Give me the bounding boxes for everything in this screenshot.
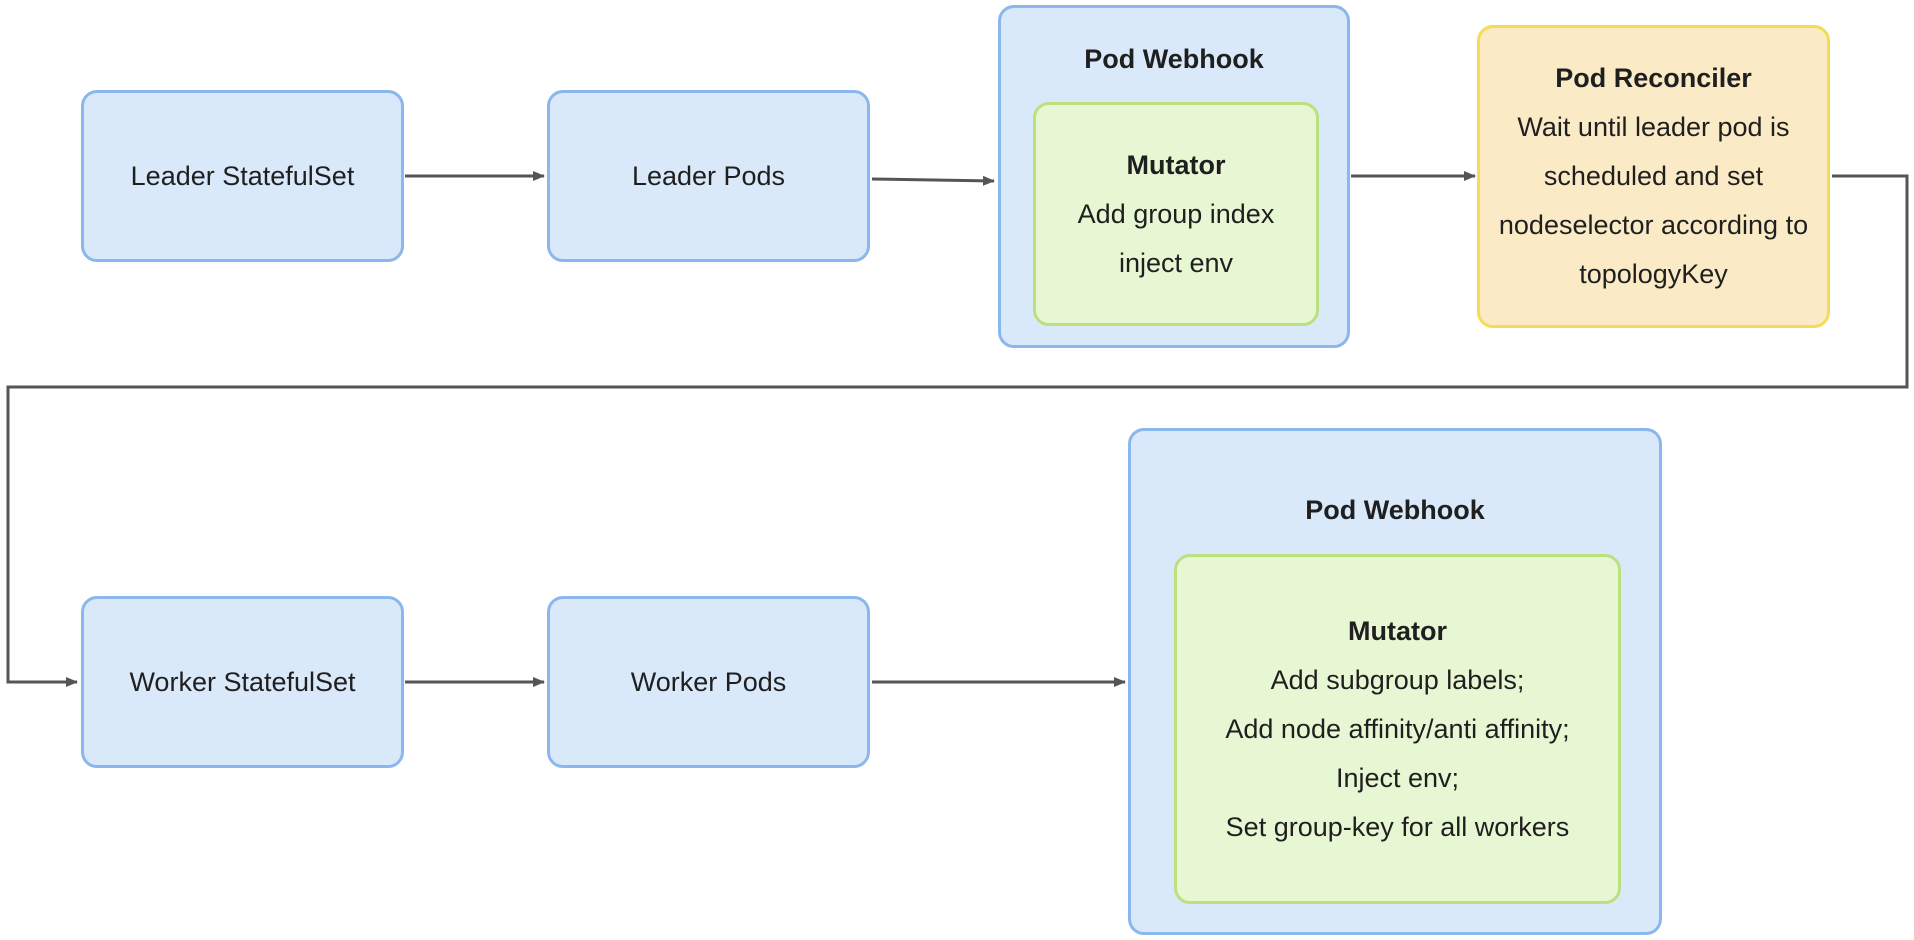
leader-statefulset-label: Leader StatefulSet (130, 160, 355, 191)
pod-reconciler-line: scheduled and set (1543, 161, 1764, 191)
leader-pods-label: Leader Pods (631, 160, 786, 191)
worker-mutator-line: Add subgroup labels; (1270, 664, 1525, 695)
leader-pod-webhook-title: Pod Webhook (1084, 44, 1264, 74)
leader-pod-webhook-container: Pod Webhook Mutator Add group index inje… (998, 5, 1350, 348)
worker-pods-label: Worker Pods (630, 666, 787, 697)
worker-mutator-line: Set group-key for all workers (1225, 811, 1570, 842)
worker-statefulset-node: Worker StatefulSet (81, 596, 404, 768)
pod-reconciler-line: topologyKey (1579, 259, 1728, 289)
worker-mutator-title: Mutator (1348, 615, 1447, 646)
worker-pod-webhook-title: Pod Webhook (1305, 495, 1485, 525)
worker-mutator-node: Mutator Add subgroup labels; Add node af… (1174, 554, 1621, 904)
leader-mutator-title: Mutator (1126, 149, 1226, 180)
pod-reconciler-title: Pod Reconciler (1555, 63, 1752, 93)
worker-pod-webhook-container: Pod Webhook Mutator Add subgroup labels;… (1128, 428, 1662, 935)
edge-leader-pods-to-webhook (871, 175, 995, 186)
worker-mutator-line: Add node affinity/anti affinity; (1225, 713, 1570, 744)
pod-reconciler-line: Wait until leader pod is (1517, 112, 1790, 142)
leader-mutator-node: Mutator Add group index inject env (1033, 102, 1319, 326)
worker-pods-node: Worker Pods (547, 596, 870, 768)
leader-mutator-line: Add group index (1077, 198, 1275, 229)
leader-pods-node: Leader Pods (547, 90, 870, 262)
worker-mutator-line: Inject env; (1335, 762, 1460, 793)
edge-reconciler-to-worker-statefulset (6, 174, 1909, 687)
pod-reconciler-node: Pod Reconciler Wait until leader pod is … (1477, 25, 1830, 328)
pod-reconciler-line: nodeselector according to (1498, 210, 1809, 240)
leader-mutator-line: inject env (1118, 247, 1234, 278)
leader-statefulset-node: Leader StatefulSet (81, 90, 404, 262)
worker-statefulset-label: Worker StatefulSet (129, 666, 356, 697)
